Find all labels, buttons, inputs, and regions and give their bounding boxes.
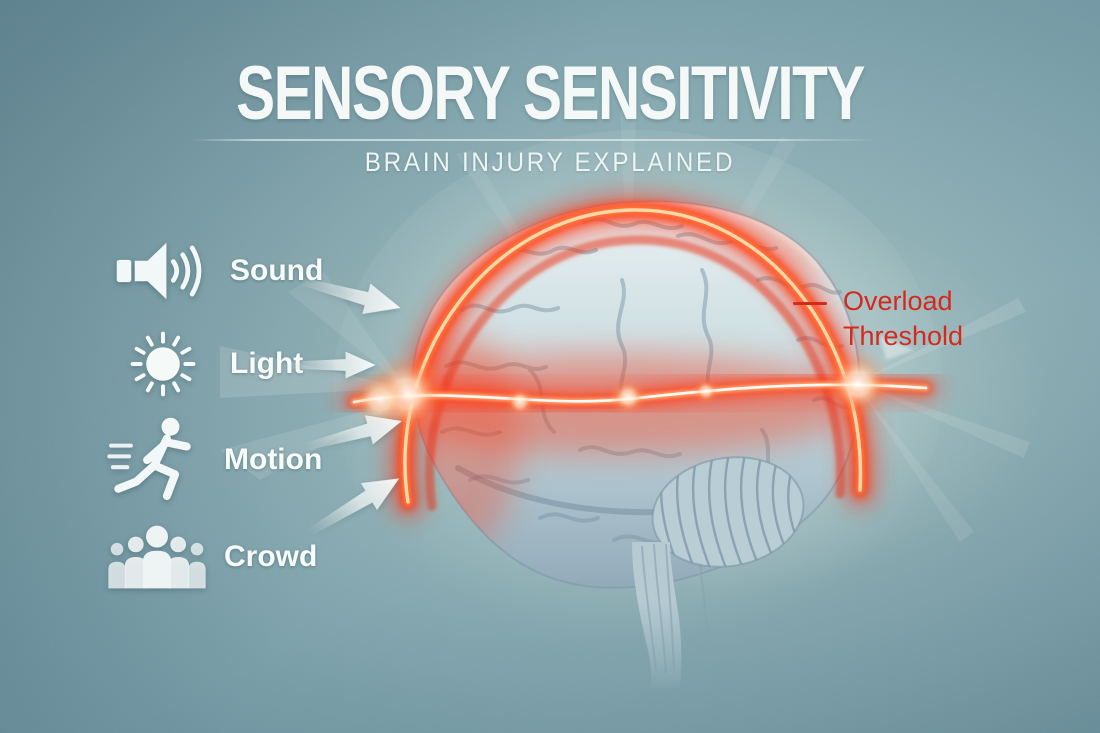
light-rays-top bbox=[456, 110, 796, 248]
stimulus-crowd: Crowd bbox=[106, 517, 317, 597]
arrow-crowd-to-brain bbox=[307, 478, 400, 536]
arrow-sound-to-brain bbox=[298, 277, 401, 314]
runner-icon bbox=[106, 415, 208, 505]
title-divider bbox=[190, 139, 878, 141]
sun-icon bbox=[112, 324, 214, 404]
stimulus-light: Light bbox=[112, 324, 303, 404]
leader-line bbox=[793, 302, 827, 305]
arrow-light-to-brain bbox=[287, 351, 376, 379]
arrow-motion-to-brain bbox=[304, 415, 402, 451]
cerebellum bbox=[651, 449, 805, 569]
stimulus-motion: Motion bbox=[106, 417, 322, 501]
overload-threshold-line1: Overload bbox=[843, 286, 953, 316]
brainstem bbox=[632, 542, 710, 688]
brain-illustration bbox=[220, 110, 1030, 710]
speaker-icon bbox=[112, 236, 214, 306]
overload-threshold-label: Overload Threshold bbox=[843, 284, 983, 353]
page-title: SENSORY SENSITIVITY bbox=[236, 51, 865, 136]
stimulus-sound: Sound bbox=[112, 231, 323, 311]
stimulus-label: Crowd bbox=[224, 540, 318, 573]
crowd-icon bbox=[106, 520, 208, 594]
overload-threshold-line2: Threshold bbox=[843, 320, 964, 351]
lens-flare bbox=[350, 336, 914, 436]
